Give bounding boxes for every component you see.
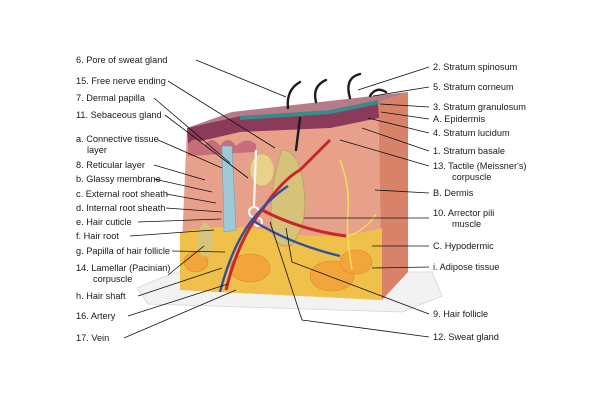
label-adipose-tissue: i. Adipose tissue [433,262,499,272]
leader-lines [123,59,430,339]
block-top-surface [187,92,408,128]
label-lamellar-corpuscle: 14. Lamellar (Pacinian) [76,263,170,273]
label-connective-tissue-layer: a. Connective tissue [76,134,159,144]
label-glassy-membrane: b. Glassy membrane [76,174,161,184]
label-artery: 16. Artery [76,311,116,321]
label-tactile-corpuscle-line2: corpuscle [452,172,491,182]
stratum-granulosum-band [240,100,379,120]
skin-model [136,72,443,313]
nerve-fiber [339,159,377,271]
label-reticular-layer: 8. Reticular layer [76,160,145,170]
label-internal-root-sheath: d. Internal root sheath [76,203,165,213]
vein-vessel [218,184,341,293]
label-hair-follicle: 9. Hair follicle [433,309,488,319]
label-lamellar-corpuscle-line2: corpuscle [93,274,132,284]
label-stratum-basale: 1. Stratum basale [433,146,505,156]
label-sweat-gland: 12. Sweat gland [433,332,499,342]
label-dermal-papilla: 7. Dermal papilla [76,93,146,103]
sebaceous-gland-shape [249,153,275,187]
label-stratum-spinosum: 2. Stratum spinosum [433,62,518,72]
label-tactile-corpuscle: 13. Tactile (Meissner's) [433,161,527,171]
labels-left: 6. Pore of sweat gland 15. Free nerve en… [76,55,170,343]
label-stratum-lucidum: 4. Stratum lucidum [433,128,510,138]
left-hair-follicle [221,145,237,233]
label-hair-root: f. Hair root [76,231,119,241]
label-hair-shaft: h. Hair shaft [76,291,126,301]
label-vein: 17. Vein [76,333,109,343]
label-papilla-hair-follicle: g. Papilla of hair follicle [76,246,170,256]
labels-right: 2. Stratum spinosum 5. Stratum corneum 3… [433,62,527,342]
block-side-face [378,92,408,300]
fat-lobules [183,249,373,292]
label-free-nerve-ending: 15. Free nerve ending [76,76,166,86]
label-dermis: B. Dermis [433,188,474,198]
label-stratum-corneum: 5. Stratum corneum [433,82,514,92]
label-arrector-pili: 10. Arrector pili [433,208,494,218]
label-arrector-pili-line2: muscle [452,219,481,229]
label-connective-tissue-layer-line2: layer [87,145,107,155]
label-stratum-granulosum: 3. Stratum granulosum [433,102,526,112]
label-external-root-sheath: c. External root sheath [76,189,168,199]
label-hair-cuticle: e. Hair cuticle [76,217,132,227]
label-pore-sweat-gland: 6. Pore of sweat gland [76,55,167,65]
hairs [286,72,388,152]
label-hypodermic: C. Hypodermic [433,241,494,251]
label-epidermis: A. Epidermis [433,114,485,124]
label-sebaceous-gland: 11. Sebaceous gland [76,110,162,120]
